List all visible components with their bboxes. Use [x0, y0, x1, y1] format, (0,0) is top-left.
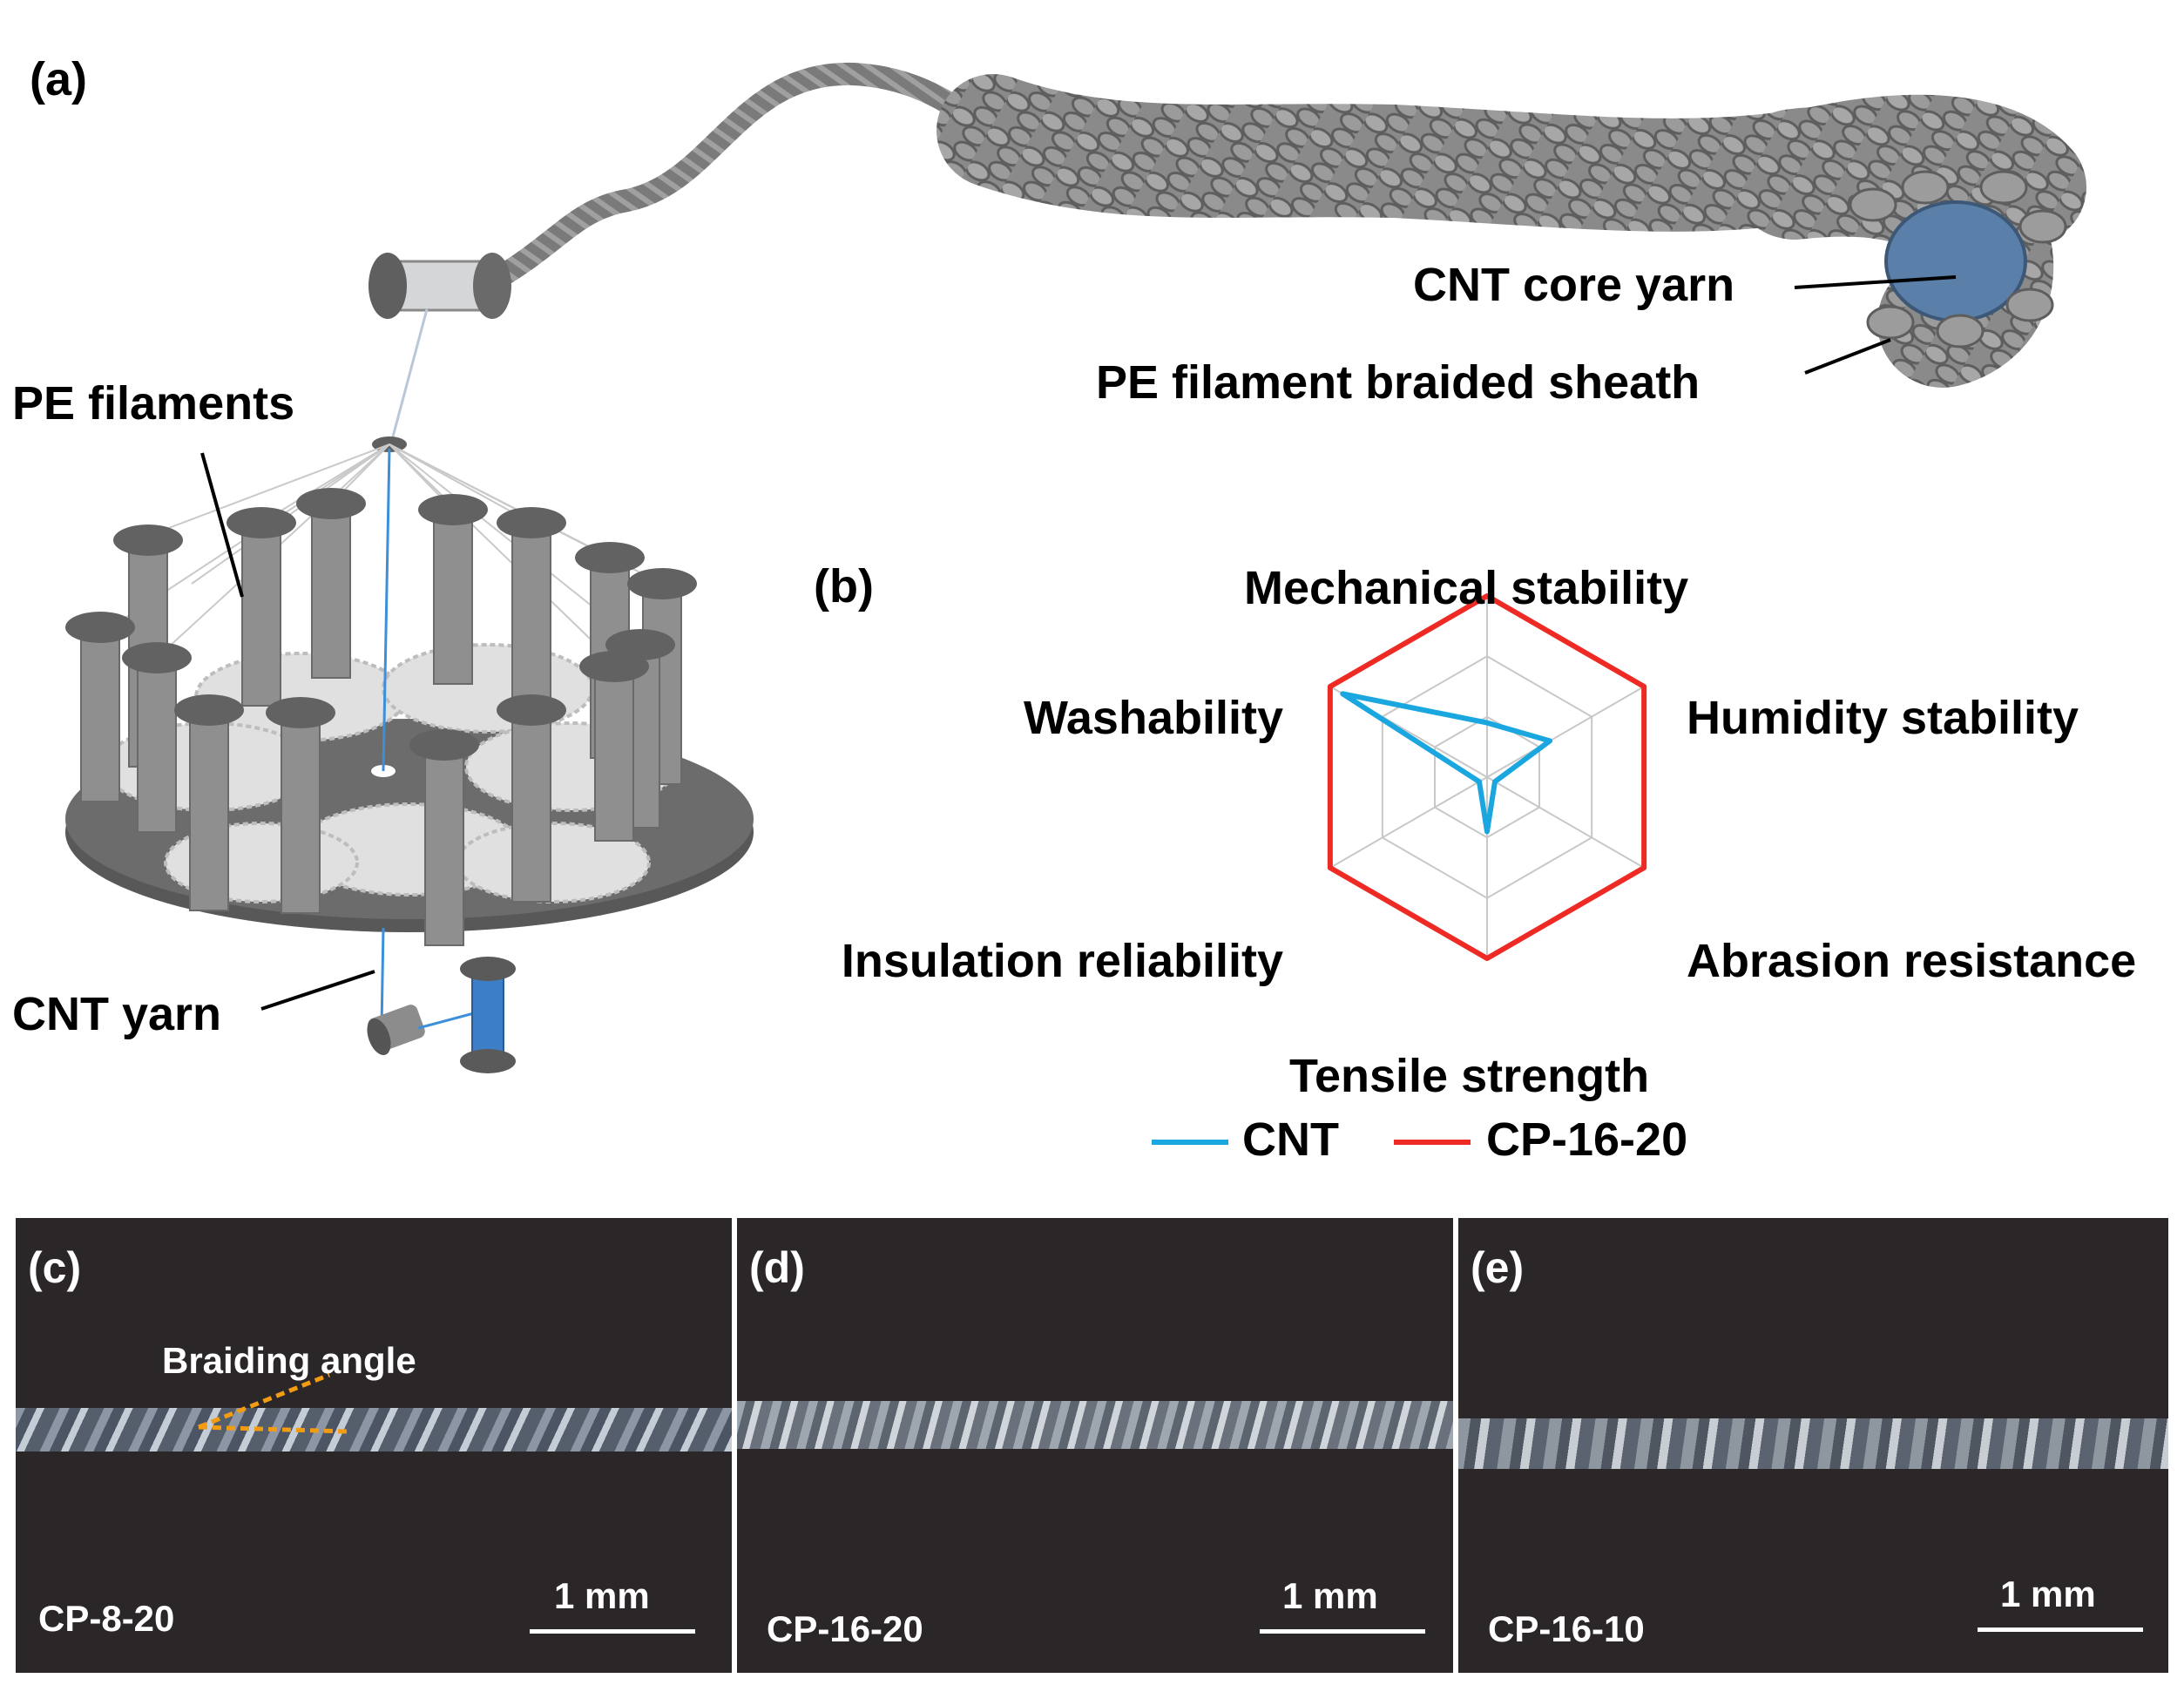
panel-d-sample: CP-16-20 — [767, 1608, 923, 1649]
legend-cnt-label: CNT — [1242, 1113, 1339, 1166]
legend-cp1620-label: CP-16-20 — [1486, 1113, 1688, 1166]
radar-axis-label-abrasion-resistance: Abrasion resistance — [1687, 935, 2137, 987]
pe-sheath-label: PE filament braided sheath — [1096, 356, 1701, 409]
panel-e-letter: (e) — [1471, 1243, 1525, 1292]
radar-axis-label-insulation-reliability: Insulation reliability — [841, 935, 1283, 987]
radar-series — [1327, 593, 1647, 961]
panel-c-sample: CP-8-20 — [38, 1598, 175, 1639]
radar-axis-label-tensile-strength: Tensile strength — [1289, 1050, 1650, 1102]
pe-filaments-label: PE filaments — [12, 377, 295, 430]
yarn-strand — [16, 1408, 732, 1452]
yarn-strand — [1458, 1418, 2168, 1469]
panel-e-scale-bar — [1978, 1627, 2143, 1632]
radar-spoke-5 — [1329, 776, 1488, 869]
radar-series-cnt — [1340, 691, 1553, 835]
panel-d-scale-label: 1 mm — [1282, 1575, 1378, 1616]
panel-c-scale-label: 1 mm — [554, 1575, 650, 1616]
braiding-angle-marker — [198, 1372, 348, 1434]
panel-d-scale-bar — [1260, 1629, 1425, 1634]
micrograph-d: (d) CP-16-20 1 mm — [737, 1218, 1453, 1673]
legend-cnt-swatch — [1152, 1140, 1228, 1145]
panel-c-scale-bar — [530, 1629, 695, 1634]
panel-d-letter: (d) — [749, 1243, 805, 1292]
micrograph-c: (c) Braiding angle CP-8-20 1 mm — [16, 1218, 732, 1673]
legend-cp1620-swatch — [1394, 1140, 1471, 1145]
micrograph-e: (e) CP-16-10 1 mm — [1458, 1218, 2168, 1673]
radar-spoke-3 — [1486, 776, 1645, 869]
radar-axis-label-washability: Washability — [1023, 692, 1283, 744]
radar-series-cp-16-20 — [1327, 593, 1647, 961]
panel-a-letter: (a) — [30, 53, 87, 105]
radar-spoke-2 — [1486, 686, 1645, 778]
braiding-angle-label: Braiding angle — [162, 1340, 416, 1381]
panel-c-letter: (c) — [28, 1243, 82, 1292]
radar-axis-label-mechanical-stability: Mechanical stability — [1244, 562, 1689, 614]
cnt-yarn-label: CNT yarn — [12, 988, 222, 1040]
panel-b-letter: (b) — [814, 560, 874, 612]
radar-grid — [1329, 594, 1646, 960]
panel-e-sample: CP-16-10 — [1488, 1608, 1645, 1649]
panel-e-scale-label: 1 mm — [2000, 1573, 2096, 1614]
radar-axis-label-humidity-stability: Humidity stability — [1687, 692, 2079, 744]
cnt-core-yarn-label: CNT core yarn — [1413, 259, 1735, 311]
yarn-strand — [737, 1401, 1453, 1449]
